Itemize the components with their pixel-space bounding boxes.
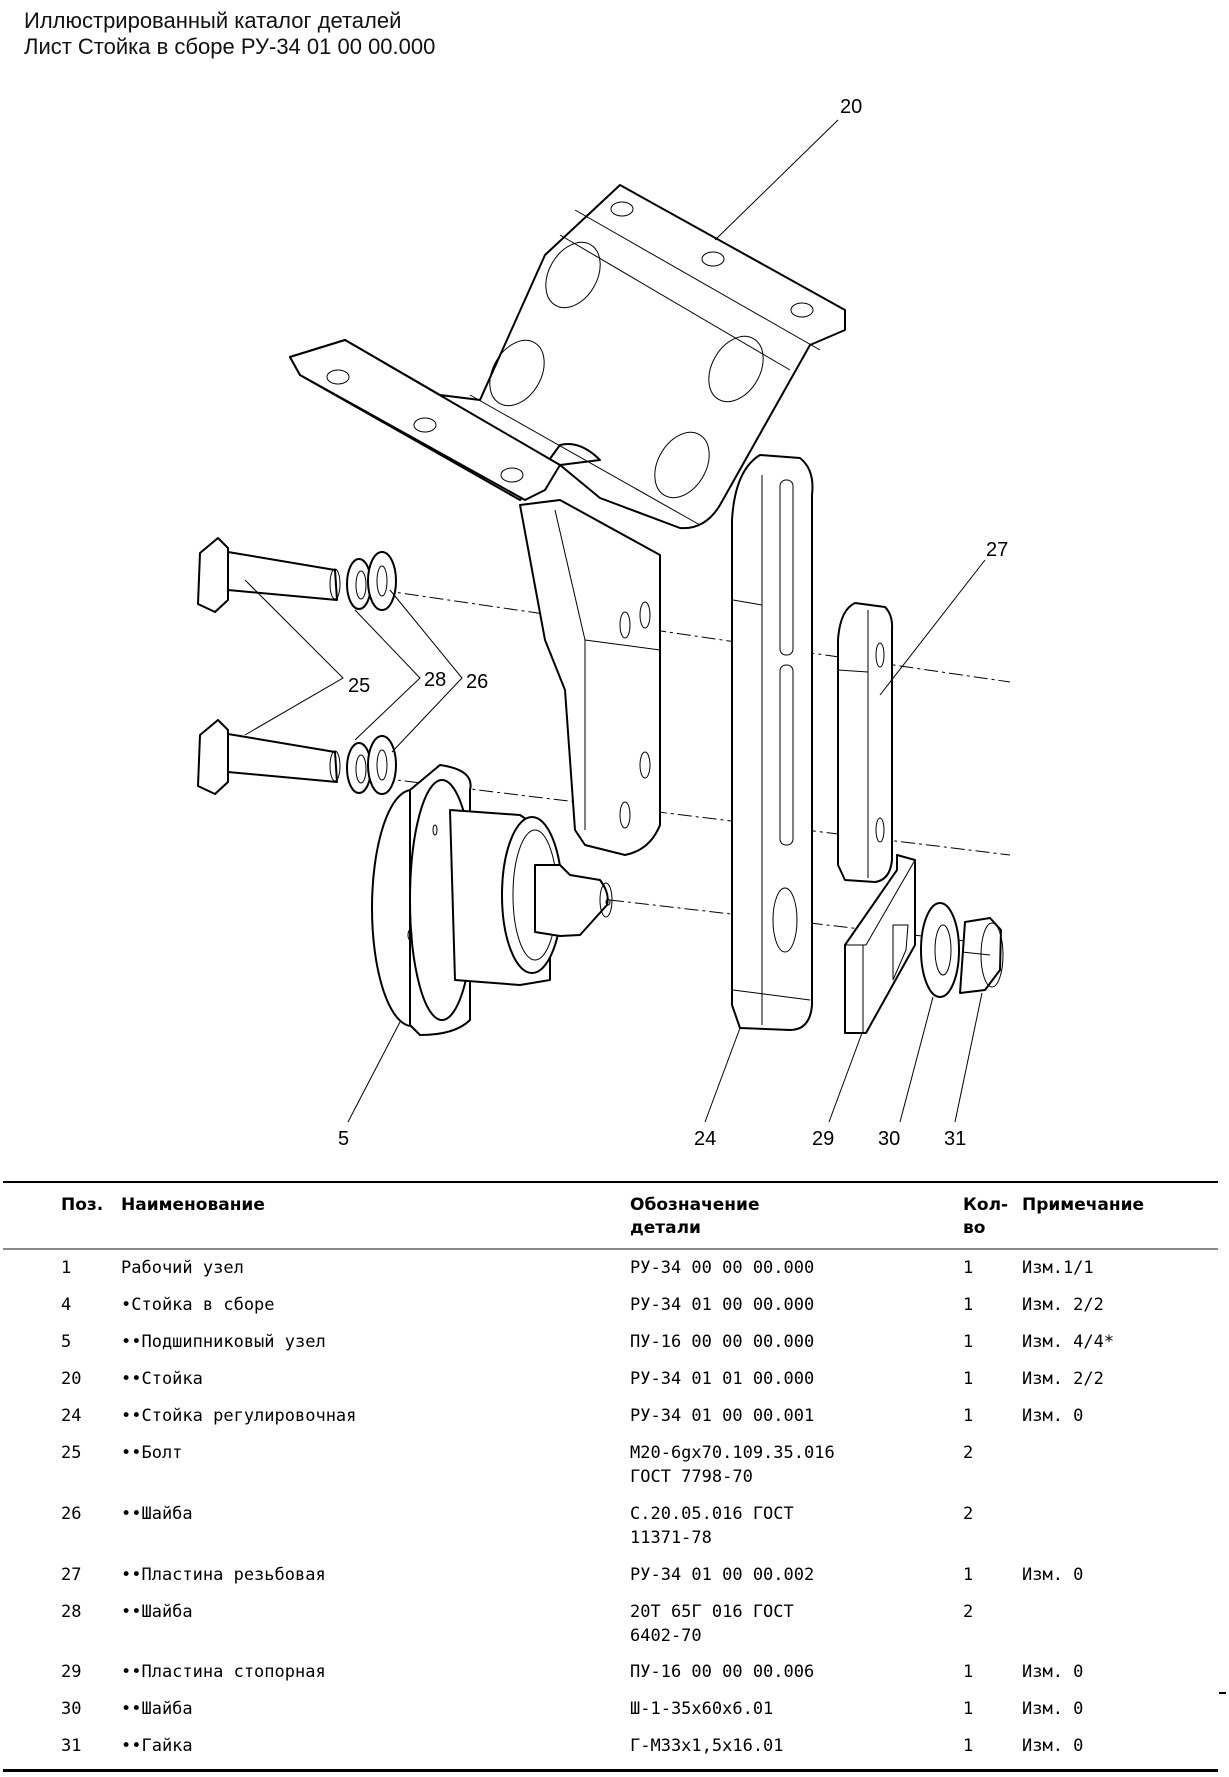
col-header-qty-line1: Кол- — [963, 1195, 1009, 1215]
callout-20: 20 — [840, 96, 862, 118]
row-qty: 2 — [963, 1602, 974, 1622]
col-header-code-line2: детали — [630, 1218, 701, 1238]
row-code: РУ-34 01 01 00.000 — [630, 1369, 815, 1389]
row-code-line1: 20Т 65Г 016 ГОСТ — [630, 1602, 794, 1622]
row-name: ••Шайба — [121, 1504, 193, 1524]
row-code: Г-М33x1,5x16.01 — [630, 1736, 784, 1756]
row-code: РУ-34 01 00 00.000 — [630, 1295, 815, 1315]
row-qty: 1 — [963, 1406, 974, 1426]
row-pos: 5 — [61, 1332, 72, 1352]
row-qty: 2 — [963, 1443, 974, 1463]
row-pos: 30 — [61, 1699, 82, 1719]
callout-30: 30 — [878, 1128, 900, 1150]
row-note: Изм. 2/2 — [1022, 1295, 1104, 1315]
row-code: ПУ-16 00 00 00.000 — [630, 1332, 815, 1352]
row-code: РУ-34 01 00 00.001 — [630, 1406, 815, 1426]
table-top-rule — [3, 1181, 1218, 1183]
row-name: ••Шайба — [121, 1699, 193, 1719]
row-note: Изм. 0 — [1022, 1406, 1084, 1426]
row-pos: 27 — [61, 1565, 82, 1585]
row-name: ••Пластина стопорная — [121, 1662, 326, 1682]
part-29-lock-plate — [844, 854, 916, 1034]
row-note: Изм. 0 — [1022, 1699, 1084, 1719]
exploded-assembly-drawing: 20 27 25 28 26 5 24 29 30 31 — [197, 96, 1011, 1150]
part-25-bolt-lower — [197, 719, 341, 795]
row-qty: 1 — [963, 1258, 974, 1278]
row-pos: 24 — [61, 1406, 82, 1426]
row-name: ••Гайка — [121, 1736, 193, 1756]
row-code-line1: С.20.05.016 ГОСТ — [630, 1504, 794, 1524]
row-pos: 1 — [61, 1258, 72, 1278]
row-code-line2: 6402-70 — [630, 1626, 702, 1646]
row-code-line2: ГОСТ 7798-70 — [630, 1467, 753, 1487]
row-qty: 1 — [963, 1295, 974, 1315]
row-code: РУ-34 01 00 00.002 — [630, 1565, 815, 1585]
row-pos: 28 — [61, 1602, 82, 1622]
row-name: ••Подшипниковый узел — [121, 1332, 326, 1352]
row-name: ••Пластина резьбовая — [121, 1565, 326, 1585]
row-code: ПУ-16 00 00 00.006 — [630, 1662, 815, 1682]
row-name: ••Стойка — [121, 1369, 203, 1389]
row-note: Изм.1/1 — [1022, 1258, 1094, 1278]
margin-tick-mark — [1219, 1692, 1226, 1694]
col-header-name: Наименование — [121, 1195, 265, 1215]
row-pos: 4 — [61, 1295, 72, 1315]
callout-28: 28 — [424, 669, 446, 691]
part-25-bolt-upper — [197, 537, 341, 613]
row-code-line2: 11371-78 — [630, 1528, 712, 1548]
row-qty: 1 — [963, 1662, 974, 1682]
row-qty: 1 — [963, 1369, 974, 1389]
callout-24: 24 — [694, 1128, 716, 1150]
part-26-washer-lower — [367, 735, 397, 795]
part-30-washer — [920, 902, 960, 998]
callout-5: 5 — [338, 1128, 349, 1150]
row-name: Рабочий узел — [121, 1258, 244, 1278]
part-24-adjusting-post — [731, 454, 814, 1031]
row-code: РУ-34 00 00 00.000 — [630, 1258, 815, 1278]
row-code-line1: М20-6gx70.109.35.016 — [630, 1443, 835, 1463]
callout-26: 26 — [466, 671, 488, 693]
row-qty: 1 — [963, 1565, 974, 1585]
row-name: •Стойка в сборе — [121, 1295, 275, 1315]
row-name: ••Стойка регулировочная — [121, 1406, 357, 1426]
row-pos: 29 — [61, 1662, 82, 1682]
row-qty: 1 — [963, 1736, 974, 1756]
row-pos: 26 — [61, 1504, 82, 1524]
col-header-qty-line2: во — [963, 1218, 986, 1238]
part-31-nut — [959, 917, 1004, 994]
row-name: ••Болт — [121, 1443, 183, 1463]
row-note: Изм. 0 — [1022, 1736, 1084, 1756]
row-note: Изм. 0 — [1022, 1565, 1084, 1585]
table-bottom-rule — [3, 1769, 1218, 1772]
row-pos: 20 — [61, 1369, 82, 1389]
table-header-rule — [3, 1248, 1218, 1250]
row-qty: 2 — [963, 1504, 974, 1524]
row-qty: 1 — [963, 1332, 974, 1352]
col-header-note: Примечание — [1022, 1195, 1145, 1215]
callout-29: 29 — [812, 1128, 834, 1150]
row-qty: 1 — [963, 1699, 974, 1719]
sheet-title: Лист Стойка в сборе РУ-34 01 00 00.000 — [24, 34, 436, 59]
callout-27: 27 — [986, 539, 1008, 561]
leader-lines — [244, 119, 986, 1123]
part-26-washer-upper — [367, 551, 397, 611]
callout-25: 25 — [348, 675, 370, 697]
row-pos: 25 — [61, 1443, 82, 1463]
part-5-bearing-unit — [371, 764, 613, 1036]
row-note: Изм. 0 — [1022, 1662, 1084, 1682]
row-pos: 31 — [61, 1736, 82, 1756]
part-20-bracket — [289, 184, 846, 856]
row-note: Изм. 4/4* — [1022, 1332, 1115, 1352]
catalog-title: Иллюстрированный каталог деталей — [24, 8, 402, 33]
col-header-pos: Поз. — [61, 1195, 104, 1215]
part-27-threaded-plate — [837, 602, 894, 883]
row-note: Изм. 2/2 — [1022, 1369, 1104, 1389]
row-code: Ш-1-35x60x6.01 — [630, 1699, 774, 1719]
row-name: ••Шайба — [121, 1602, 193, 1622]
col-header-code-line1: Обозначение — [630, 1195, 760, 1215]
callout-31: 31 — [944, 1128, 966, 1150]
